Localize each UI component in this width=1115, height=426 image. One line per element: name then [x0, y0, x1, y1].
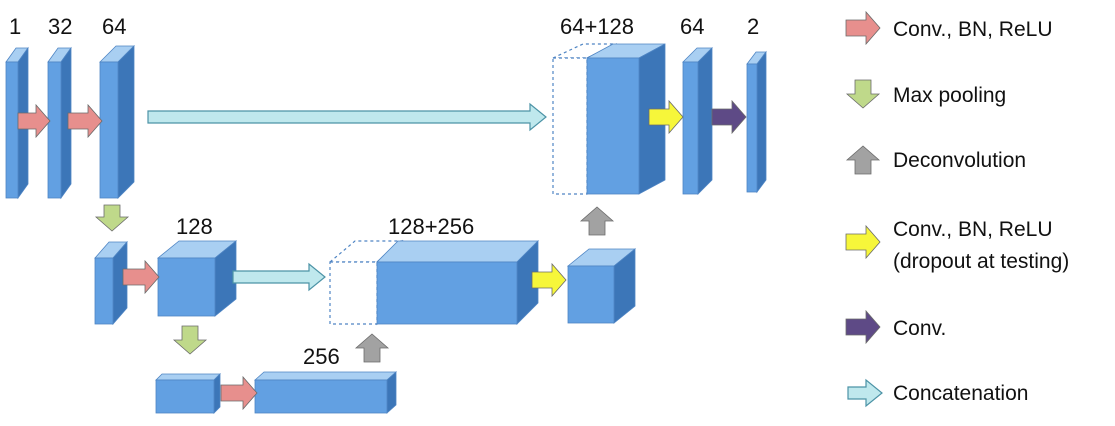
block-pool-128 — [155, 373, 221, 414]
legend-max-pooling-icon — [845, 79, 881, 109]
arrow-conv — [711, 99, 747, 135]
arrow-conv-bn-relu-1 — [17, 103, 51, 139]
block-out-2 — [746, 50, 767, 194]
legend-label-conv-bn-relu-dropout: Conv., BN, ReLU — [893, 218, 1053, 241]
arrow-conv-bn-relu-2 — [67, 103, 103, 139]
legend-icons — [845, 10, 883, 408]
block-conv-32 — [47, 46, 72, 200]
legend-concatenation-icon — [847, 378, 883, 408]
channel-label-64-128: 64+128 — [560, 14, 634, 39]
legend-label-conv: Conv. — [893, 317, 946, 340]
channel-labels: 1 32 64 64+128 64 2 128 128+256 256 — [9, 14, 759, 369]
arrow-deconvolution-2 — [579, 206, 615, 236]
block-dec-128 — [566, 248, 637, 324]
channel-label-64-out: 64 — [680, 14, 704, 39]
legend-label-conv-bn-relu: Conv., BN, ReLU — [893, 18, 1053, 41]
legend: Conv., BN, ReLU Max pooling Deconvolutio… — [845, 10, 1069, 408]
channel-label-256: 256 — [303, 344, 340, 369]
arrow-conv-bn-relu-dropout-1 — [531, 262, 567, 298]
channel-label-32: 32 — [48, 14, 72, 39]
block-conv-256 — [253, 371, 398, 414]
arrow-conv-bn-relu-4 — [220, 375, 258, 411]
channel-label-128-256: 128+256 — [388, 214, 474, 239]
flow-arrows — [17, 99, 747, 411]
arrow-concatenation-top — [147, 102, 547, 132]
arrow-conv-bn-relu-3 — [122, 259, 160, 295]
channel-label-128: 128 — [176, 214, 213, 239]
legend-label-dropout-at-testing: (dropout at testing) — [893, 250, 1069, 273]
block-conv-64 — [99, 45, 135, 199]
arrow-max-pooling-1 — [94, 204, 130, 232]
channel-label-64: 64 — [102, 14, 126, 39]
legend-label-concatenation: Concatenation — [893, 382, 1028, 405]
block-concat-128-256 — [376, 240, 539, 325]
legend-label-max-pooling: Max pooling — [893, 84, 1006, 107]
feature-map-blocks — [5, 43, 767, 414]
arrow-conv-bn-relu-dropout-2 — [648, 99, 684, 135]
legend-conv-bn-relu-dropout-icon — [845, 224, 881, 260]
block-pool-64 — [94, 240, 128, 326]
legend-deconvolution-icon — [845, 145, 881, 175]
block-out-64 — [682, 47, 713, 195]
arrow-max-pooling-2 — [172, 325, 208, 355]
block-conv-128 — [156, 240, 238, 317]
channel-label-1: 1 — [9, 14, 21, 39]
channel-label-2: 2 — [747, 14, 759, 39]
legend-conv-icon — [845, 309, 881, 345]
arrow-concatenation-middle — [232, 262, 326, 292]
arrow-deconvolution-1 — [354, 333, 390, 363]
legend-label-deconvolution: Deconvolution — [893, 149, 1026, 172]
legend-conv-bn-relu-icon — [845, 10, 881, 46]
